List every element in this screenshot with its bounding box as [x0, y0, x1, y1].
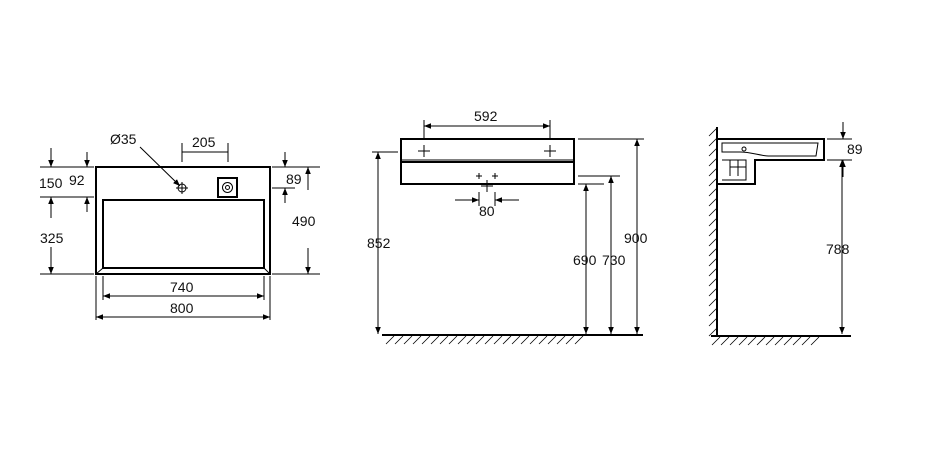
dim-800: 800 [170, 300, 194, 316]
dim-788: 788 [826, 241, 850, 257]
front-view: 592 80 852 690 730 900 [367, 108, 648, 345]
basin-outline [95, 166, 271, 275]
hole-diameter-label: Ø35 [110, 131, 137, 147]
side-view: 89 788 [708, 122, 863, 346]
tap-hole-icon [176, 182, 188, 194]
wall-hatch [708, 127, 718, 337]
dim-89-side: 89 [847, 141, 863, 157]
dim-325: 325 [40, 230, 64, 246]
dim-592: 592 [474, 108, 498, 124]
basin-front-outline [400, 138, 575, 185]
basin-side-profile [717, 138, 825, 185]
dim-205: 205 [192, 134, 216, 150]
basin-bowl [102, 199, 265, 269]
overflow-square-icon [217, 177, 238, 198]
dim-900: 900 [624, 230, 648, 246]
dim-92: 92 [69, 172, 85, 188]
dim-730: 730 [602, 252, 626, 268]
floor-hatch-side [711, 335, 851, 346]
dim-89-top: 89 [286, 171, 302, 187]
waste-points-icon [476, 173, 498, 192]
dim-150: 150 [39, 175, 63, 191]
top-view: Ø35 205 150 92 325 89 490 74 [39, 131, 320, 320]
dim-740: 740 [170, 279, 194, 295]
bracket-hole-right-icon [544, 145, 556, 157]
dim-690: 690 [573, 252, 597, 268]
floor-hatch [382, 334, 643, 345]
dim-490: 490 [292, 213, 316, 229]
dim-852: 852 [367, 235, 391, 251]
dim-80: 80 [479, 203, 495, 219]
bracket-hole-left-icon [418, 145, 430, 157]
